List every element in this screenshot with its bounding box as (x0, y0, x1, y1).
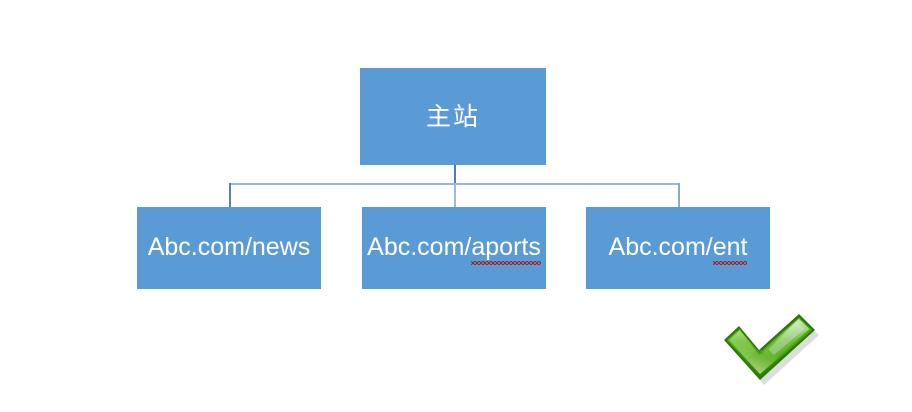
node-child-ent[interactable]: Abc.com/ent (586, 207, 770, 289)
node-child-ent-label: Abc.com/ent (608, 233, 748, 265)
node-child-news-label: Abc.com/news (148, 234, 311, 262)
connector-root-stem (454, 165, 456, 184)
check-specular (768, 321, 805, 355)
connector-drop-ent (678, 183, 680, 207)
connector-drop-news (229, 183, 231, 207)
node-child-aports-segment: aports (471, 233, 542, 265)
connector-drop-aports (454, 183, 456, 207)
node-child-aports-prefix: Abc.com/ (367, 233, 472, 262)
node-root-label: 主站 (425, 101, 480, 131)
node-root-site[interactable]: 主站 (360, 68, 546, 165)
node-child-aports-label: Abc.com/aports (367, 233, 542, 265)
node-child-news[interactable]: Abc.com/news (137, 207, 321, 289)
green-checkmark-icon (716, 312, 824, 388)
node-child-ent-segment: ent (712, 233, 748, 265)
node-child-news-prefix: Abc.com/ (147, 233, 252, 262)
node-child-aports[interactable]: Abc.com/aports (362, 207, 546, 289)
node-child-news-segment: news (251, 233, 311, 262)
check-gloss (729, 319, 810, 361)
node-child-ent-prefix: Abc.com/ (608, 233, 713, 262)
